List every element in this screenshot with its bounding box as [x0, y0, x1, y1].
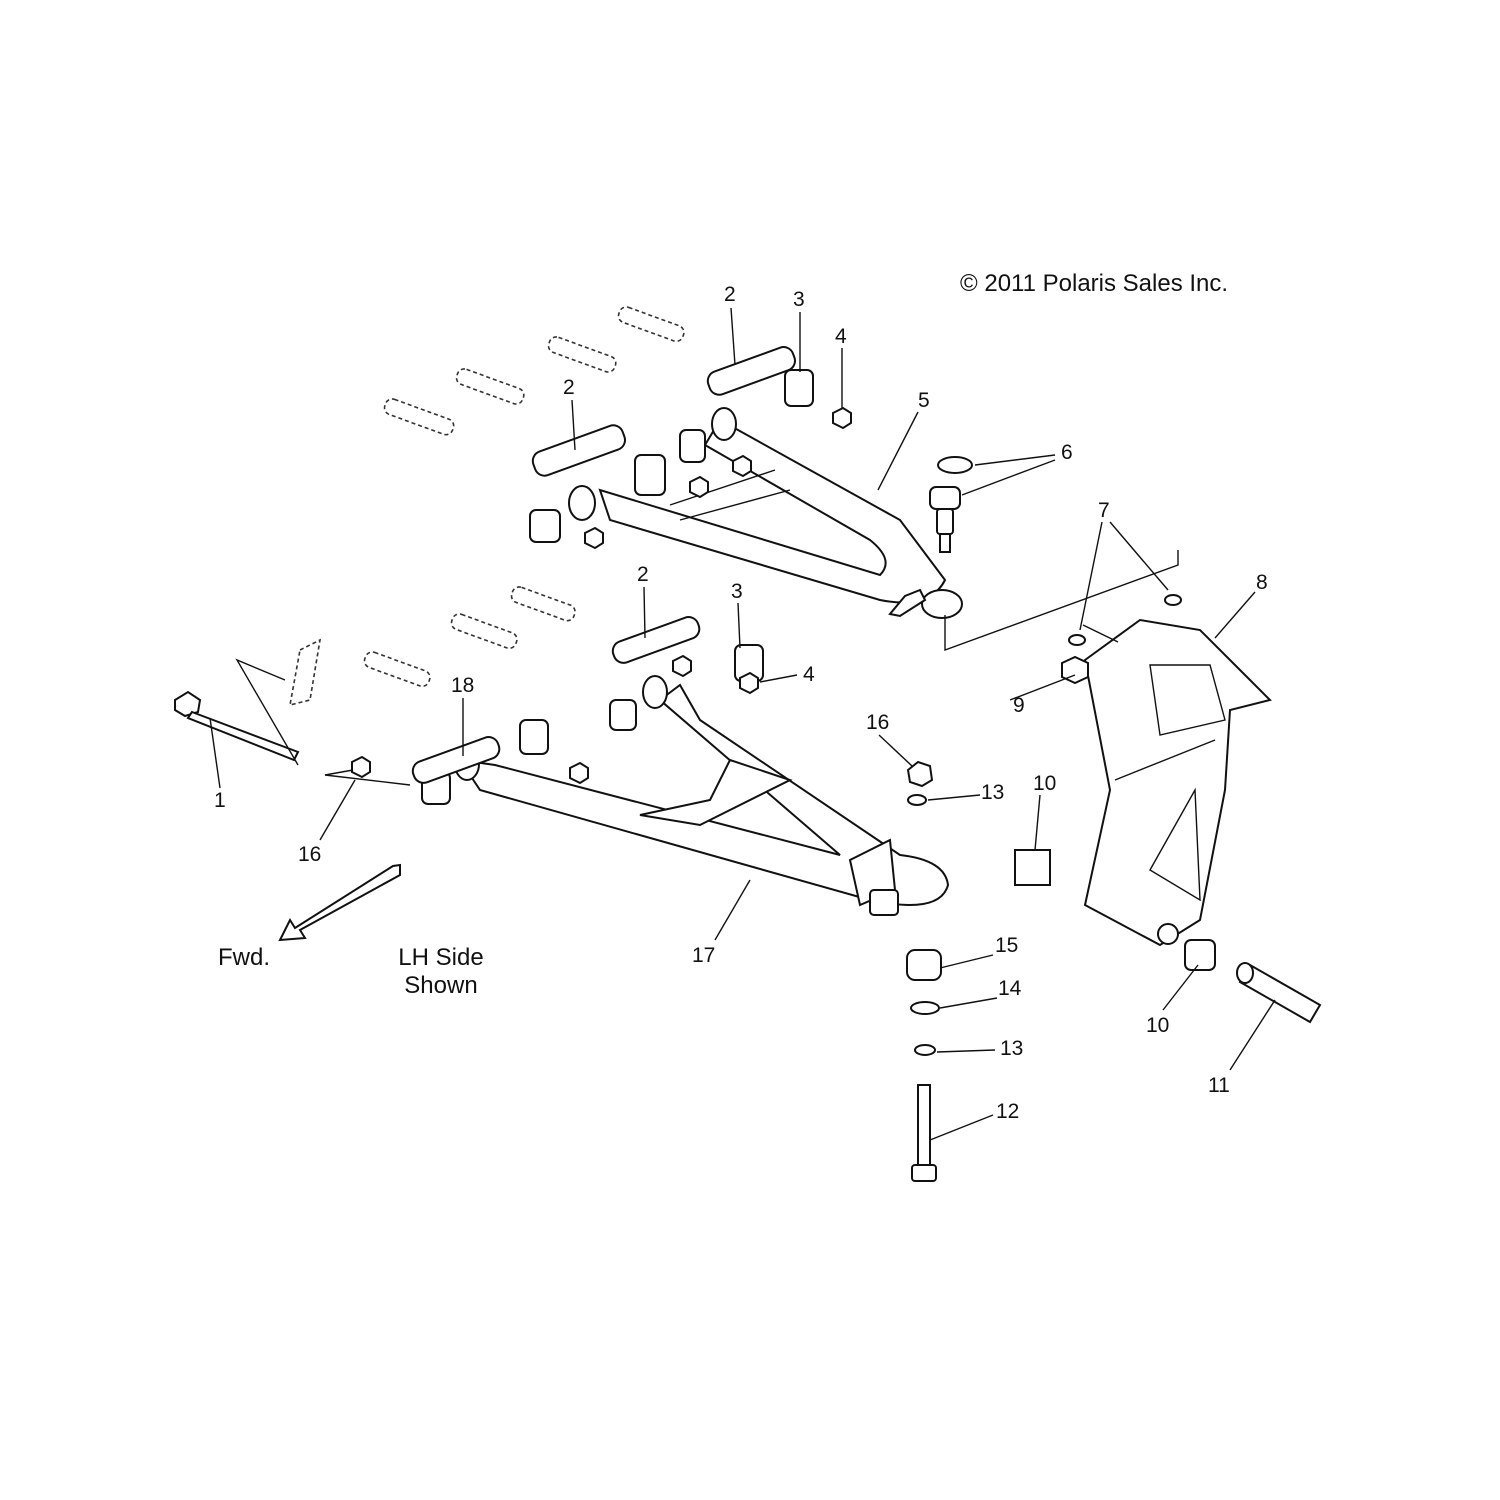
callout-18: 18: [451, 674, 474, 697]
callout-10: 10: [1146, 1014, 1169, 1037]
callout-17: 17: [692, 944, 715, 967]
callout-14: 14: [998, 977, 1022, 1000]
callout-7: 7: [1098, 499, 1110, 522]
spindle-knuckle: [1061, 594, 1272, 947]
copyright-text: © 2011 Polaris Sales Inc.: [960, 270, 1228, 297]
callout-6: 6: [1061, 441, 1073, 464]
lower-a-arm: [351, 616, 950, 916]
callout-3: 3: [793, 288, 805, 311]
leader-lines: [209, 307, 1276, 1141]
callout-2: 2: [563, 376, 575, 399]
callout-4: 4: [835, 325, 847, 348]
callout-2: 2: [637, 563, 649, 586]
callout-labels: 1 2 2 2 3 3 4 4 5 6 7 8 9 10 10 11 12 13…: [214, 283, 1268, 1123]
callout-4: 4: [803, 663, 815, 686]
forward-label: Fwd.: [218, 944, 270, 971]
phantom-bolts: [288, 306, 685, 707]
upper-a-arm: [529, 346, 963, 619]
callout-13: 13: [1000, 1037, 1023, 1060]
callout-3: 3: [731, 580, 743, 603]
ball-joint: [929, 456, 973, 553]
callout-13: 13: [981, 781, 1004, 804]
callout-12: 12: [996, 1100, 1019, 1123]
callout-2: 2: [724, 283, 736, 306]
callout-11: 11: [1208, 1074, 1230, 1097]
callout-5: 5: [918, 389, 930, 412]
callout-8: 8: [1256, 571, 1268, 594]
callout-15: 15: [995, 934, 1018, 957]
side-label-line2: Shown: [404, 972, 477, 999]
callout-16: 16: [866, 711, 889, 734]
callout-10: 10: [1033, 772, 1056, 795]
callout-16: 16: [298, 843, 321, 866]
side-label-line1: LH Side: [398, 944, 483, 971]
callout-1: 1: [214, 789, 226, 812]
callout-9: 9: [1013, 694, 1025, 717]
pivot-bolt: [174, 690, 300, 762]
hardware: [906, 760, 1322, 1182]
